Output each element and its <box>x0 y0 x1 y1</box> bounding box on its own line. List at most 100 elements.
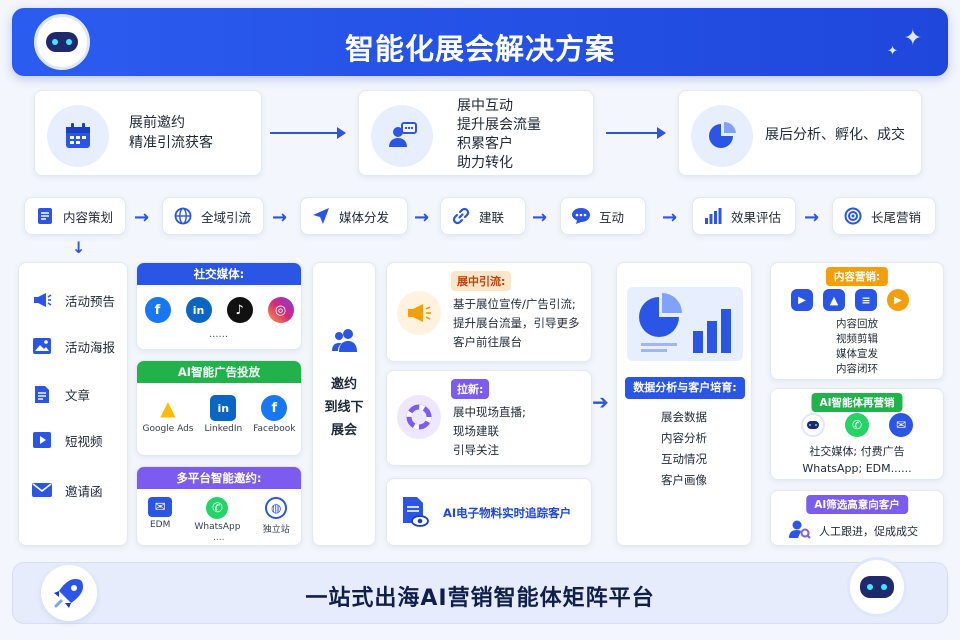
more-text: .... <box>213 533 225 543</box>
google-ads-logo[interactable]: ▲ Google Ads <box>142 395 193 434</box>
rocket-icon <box>41 565 97 621</box>
page-title: 智能化展会解决方案 <box>344 32 615 66</box>
website-logo[interactable]: ◍ 独立站 <box>263 497 290 535</box>
flow-step-label: 全域引流 <box>201 209 252 225</box>
image-icon: ▲ <box>823 289 845 311</box>
logo-label: 独立站 <box>262 525 290 535</box>
ai-tracking-card[interactable]: AI电子物料实时追踪客户 <box>386 478 592 546</box>
content-item-label: 短视频 <box>65 433 103 449</box>
image-icon <box>31 335 53 357</box>
text-line: 基于展位宣传/广告引流; <box>453 297 576 311</box>
stage-card-pre: 展前邀约 精准引流获客 <box>34 90 262 176</box>
linkedin-logo[interactable]: in LinkedIn <box>204 395 242 434</box>
stage-line: 助力转化 <box>457 155 513 171</box>
section-title: AI筛选高意向客户 <box>806 495 908 514</box>
arrow-right-icon <box>270 127 346 139</box>
logo-label: Facebook <box>253 424 296 434</box>
content-item-preview[interactable]: 活动预告 <box>31 289 115 311</box>
stage-card-post: 展后分析、孵化、成交 <box>678 90 922 176</box>
text-line: 客户前往展台 <box>453 335 522 349</box>
arrow-right-icon: → <box>272 207 288 228</box>
text-line: 视频剪辑 <box>836 333 878 345</box>
tracking-text: AI电子物料实时追踪客户 <box>443 506 572 520</box>
flow-step-label: 长尾营销 <box>871 209 922 225</box>
flow-step-interact[interactable]: 互动 <box>560 197 646 235</box>
logo-label: Google Ads <box>142 424 194 434</box>
section-title: AI智能广告投放 <box>137 361 301 383</box>
facebook-icon[interactable]: f <box>144 297 171 323</box>
invite-line: 展会 <box>330 423 357 438</box>
tiktok-icon[interactable]: ♪ <box>226 297 253 323</box>
edm-logo[interactable]: ✉ EDM <box>148 497 173 535</box>
section-tag: 拉新: <box>451 379 490 399</box>
dashboard-illustration <box>627 287 743 361</box>
analysis-item: 客户画像 <box>661 473 707 487</box>
instagram-icon[interactable]: ◎ <box>267 297 294 323</box>
content-item-poster[interactable]: 活动海报 <box>31 335 115 357</box>
calendar-icon <box>47 105 109 167</box>
robot-icon <box>34 14 90 70</box>
doc-eye-icon <box>401 495 429 533</box>
text-line: 现场建联 <box>453 424 499 438</box>
user-search-icon <box>789 519 811 543</box>
more-text: ...... <box>209 329 229 340</box>
arrow-right-icon: → <box>134 207 150 228</box>
sparkle-icon: ✦ <box>903 26 922 51</box>
whatsapp-icon: ✆ <box>206 497 229 519</box>
pie-chart-icon <box>691 105 753 167</box>
filter-text: 人工跟进，促成成交 <box>819 525 918 538</box>
robot-icon <box>801 413 825 437</box>
content-item-article[interactable]: 文章 <box>31 383 90 405</box>
flow-step-connect[interactable]: 建联 <box>440 197 526 235</box>
globe-icon <box>173 206 193 226</box>
text-line: 内容闭环 <box>836 363 878 375</box>
content-marketing-card: 内容营销: ▶ ▲ ≡ ▶ 内容回放 视频剪辑 媒体宣发 内容闭环 <box>770 262 944 380</box>
content-list-card: 活动预告 活动海报 文章 短视频 邀请函 <box>18 262 128 546</box>
stage-line: 展中互动 <box>457 98 513 114</box>
linkedin-icon[interactable]: in <box>185 297 212 323</box>
flow-step-media-distribution[interactable]: 媒体分发 <box>300 197 408 235</box>
content-item-label: 活动预告 <box>65 293 116 309</box>
whatsapp-logo[interactable]: ✆ WhatsApp <box>195 497 240 535</box>
platform-footer: 一站式出海AI营销智能体矩阵平台 <box>12 557 948 624</box>
flow-step-evaluation[interactable]: 效果评估 <box>692 197 796 235</box>
text-line: 社交媒体; 付费广告 <box>809 445 905 458</box>
megaphone-icon <box>31 289 53 311</box>
invite-line: 邀约 <box>330 377 357 392</box>
section-title: 内容营销: <box>825 267 889 286</box>
flow-step-label: 内容策划 <box>63 209 114 225</box>
high-intent-card: AI筛选高意向客户 人工跟进，促成成交 <box>770 490 944 546</box>
flow-step-omni-traffic[interactable]: 全域引流 <box>162 197 264 235</box>
arrow-down-icon: ↓ <box>72 238 86 257</box>
content-item-short-video[interactable]: 短视频 <box>31 429 103 451</box>
content-item-invitation[interactable]: 邀请函 <box>31 479 103 501</box>
title-banner: 智能化展会解决方案 ✦ ✦ <box>12 8 948 76</box>
flow-step-content-planning[interactable]: 内容策划 <box>24 197 126 235</box>
mail-icon: ✉ <box>148 497 173 517</box>
mail-icon: ✉ <box>889 413 913 437</box>
article-icon <box>31 383 53 405</box>
stage-line: 积累客户 <box>457 136 513 152</box>
whatsapp-icon: ✆ <box>845 413 869 437</box>
section-title: 社交媒体: <box>137 263 301 285</box>
flow-step-label: 互动 <box>599 209 625 225</box>
arrow-right-icon: → <box>662 207 678 228</box>
facebook-logo[interactable]: f Facebook <box>253 395 295 434</box>
arrow-right-icon: → <box>804 207 820 228</box>
invite-offline-card: 邀约 到线下 展会 <box>312 262 376 546</box>
text-line: 内容回放 <box>836 318 878 330</box>
play-icon: ▶ <box>887 289 909 311</box>
bar-chart-icon <box>703 206 723 226</box>
arrow-right-icon: → <box>532 207 548 228</box>
text-line: 提升展台流量，引导更多 <box>453 316 580 330</box>
analysis-item: 内容分析 <box>661 431 707 445</box>
lifebuoy-icon <box>397 395 441 439</box>
text-line: 引导关注 <box>453 443 499 457</box>
flow-step-long-tail[interactable]: 长尾营销 <box>832 197 936 235</box>
flow-step-label: 效果评估 <box>731 209 782 225</box>
message-icon <box>571 206 591 226</box>
section-title: AI智能体再营销 <box>811 393 903 412</box>
stage-card-during: 展中互动 提升展会流量 积累客户 助力转化 <box>358 90 594 176</box>
linkedin-icon: in <box>210 395 237 421</box>
analysis-item: 互动情况 <box>661 452 707 466</box>
